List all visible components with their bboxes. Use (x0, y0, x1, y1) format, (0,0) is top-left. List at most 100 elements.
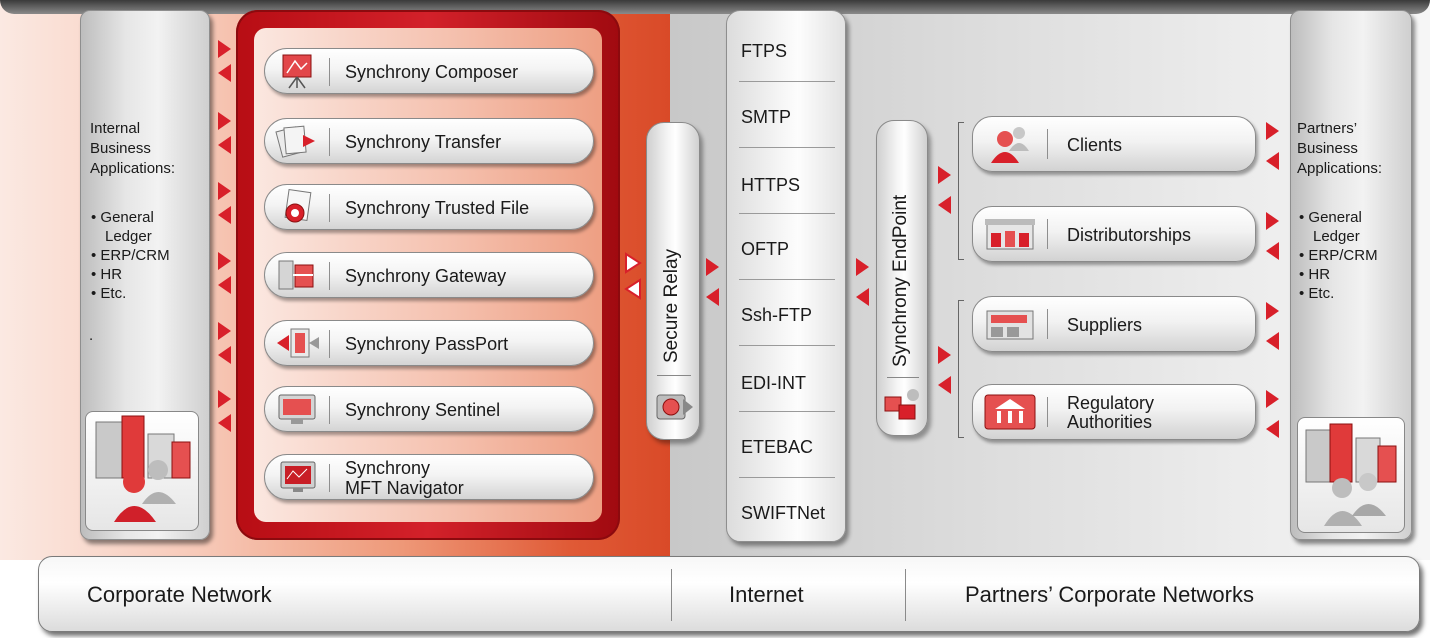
arrow-left-icon (938, 196, 951, 214)
network-separator (671, 569, 672, 621)
internal-arrows (214, 40, 234, 460)
partner-label: Distributorships (1067, 224, 1192, 245)
documents-arrow-icon (275, 125, 315, 158)
people-icon (991, 127, 1029, 163)
list-item: HR (91, 265, 206, 284)
product-synchrony-gateway[interactable]: Synchrony Gateway (264, 252, 594, 298)
product-synchrony-passport[interactable]: Synchrony PassPort (264, 320, 594, 366)
arrow-right-icon (218, 252, 231, 270)
product-label: Synchrony Sentinel (345, 400, 501, 420)
arrow-right-icon (218, 390, 231, 408)
product-label: Synchrony Gateway (345, 266, 507, 286)
arrow-right-icon (218, 40, 231, 58)
office-people-icon (1305, 423, 1397, 526)
product-synchrony-sentinel[interactable]: Synchrony Sentinel (264, 386, 594, 432)
protocol-divider (739, 477, 835, 478)
internal-applications-panel: Internal Business Applications: General … (80, 10, 210, 540)
product-synchrony-transfer[interactable]: Synchrony Transfer (264, 118, 594, 164)
synchrony-endpoint[interactable]: Synchrony EndPoint (876, 120, 928, 436)
arrow-right-icon (706, 258, 719, 276)
protocol-divider (739, 81, 835, 82)
arrow-right-icon (938, 346, 951, 364)
list-item: Ledger (105, 228, 152, 245)
pill-separator (329, 330, 330, 358)
internal-users-illustration (85, 411, 199, 531)
protocol-item: HTTPS (741, 175, 801, 195)
arrow-left-icon (218, 136, 231, 154)
list-item: General (91, 208, 206, 227)
endpoint-separator (887, 377, 919, 378)
relay-separator (657, 375, 691, 376)
arrow-left-icon (218, 276, 231, 294)
protocol-item: EDI-INT (741, 373, 806, 393)
product-synchrony-mft-navigator[interactable]: Synchrony MFT Navigator (264, 454, 594, 500)
arrow-left-icon (1266, 420, 1279, 438)
pill-separator (329, 194, 330, 222)
arrow-left-icon (218, 206, 231, 224)
internet-label: Internet (729, 582, 804, 607)
easel-icon (282, 54, 312, 89)
arrow-left-icon (1266, 242, 1279, 260)
partner-suppliers[interactable]: Suppliers (972, 296, 1256, 352)
arrow-right-icon (1266, 302, 1279, 320)
list-item: HR (1299, 265, 1409, 284)
partner-clients[interactable]: Clients (972, 116, 1256, 172)
protocol-item: FTPS (741, 41, 788, 61)
list-item: General (1299, 208, 1409, 227)
suppliers-bracket (958, 300, 964, 438)
arrow-right-icon (1266, 390, 1279, 408)
protocol-list: FTPS SMTP HTTPS OFTP Ssh-FTP EDI-INT ETE… (726, 10, 846, 542)
product-synchrony-trusted-file[interactable]: Synchrony Trusted File (264, 184, 594, 230)
pill-separator (329, 396, 330, 424)
product-label: Synchrony PassPort (345, 334, 509, 354)
passport-door-icon (277, 328, 319, 358)
monitor-icon (278, 394, 316, 424)
pill-separator (1047, 397, 1048, 427)
product-label: Synchrony MFT Navigator (345, 458, 464, 498)
list-item: ERP/CRM (91, 246, 206, 265)
arrow-right-icon (218, 112, 231, 130)
secure-relay-label: Secure Relay (661, 248, 682, 363)
top-bar (0, 0, 1430, 14)
certified-file-icon (284, 189, 312, 223)
partner-distributorships[interactable]: Distributorships (972, 206, 1256, 262)
pill-separator (1047, 309, 1048, 339)
partner-users-illustration (1297, 417, 1405, 533)
arrow-right-icon (1266, 122, 1279, 140)
arrow-pair-icon (624, 252, 642, 300)
pill-separator (329, 128, 330, 156)
arrow-left-icon (856, 288, 869, 306)
product-synchrony-composer[interactable]: Synchrony Composer (264, 48, 594, 94)
arrow-right-icon (938, 166, 951, 184)
pill-separator (1047, 219, 1048, 249)
product-label: Synchrony Transfer (345, 132, 502, 152)
arrow-left-icon (218, 64, 231, 82)
corporate-network-label: Corporate Network (87, 582, 272, 607)
protocol-item: ETEBAC (741, 437, 814, 457)
protocol-divider (739, 213, 835, 214)
arrow-left-icon (1266, 332, 1279, 350)
arrow-left-icon (218, 414, 231, 432)
relay-arrows (624, 252, 644, 302)
arrow-left-icon (706, 288, 719, 306)
pill-separator (329, 464, 330, 492)
arrow-left-icon (938, 376, 951, 394)
partner-applications-panel: Partners’ Business Applications: General… (1290, 10, 1412, 540)
product-label: Synchrony Trusted File (345, 198, 530, 218)
protocol-item: Ssh-FTP (741, 305, 813, 325)
list-item: Ledger (1313, 228, 1360, 245)
protocol-divider (739, 345, 835, 346)
secure-relay[interactable]: Secure Relay (646, 122, 700, 440)
warehouse-icon (986, 310, 1034, 340)
arrow-left-icon (1266, 152, 1279, 170)
partner-regulatory-authorities[interactable]: Regulatory Authorities (972, 384, 1256, 440)
partner-label: Clients (1067, 134, 1123, 155)
internal-applications-heading: Internal Business Applications: (90, 120, 176, 177)
protocol-divider (739, 411, 835, 412)
shop-icon (985, 219, 1035, 250)
list-item: ERP/CRM (1299, 246, 1409, 265)
arrow-right-icon (1266, 212, 1279, 230)
protocol-item: SMTP (741, 107, 792, 127)
internal-applications-list: General Ledger ERP/CRM HR Etc. (91, 208, 206, 303)
list-item: Etc. (1299, 284, 1409, 303)
